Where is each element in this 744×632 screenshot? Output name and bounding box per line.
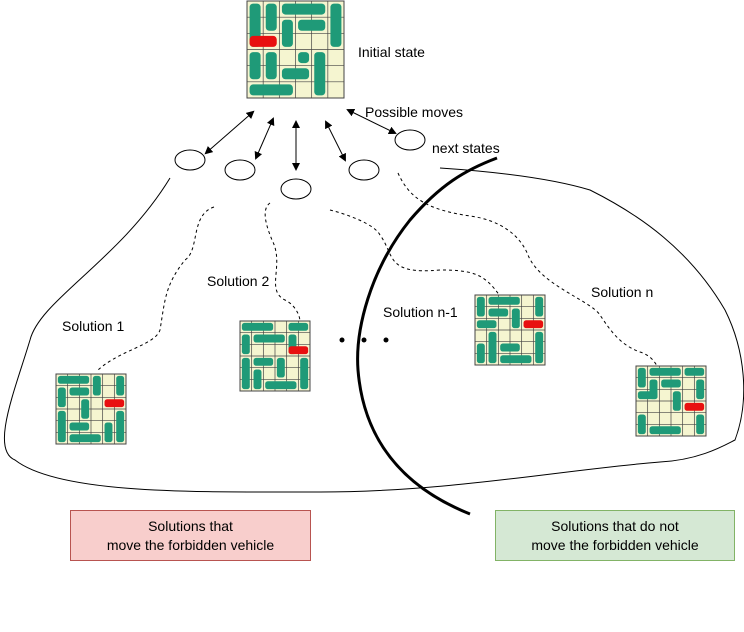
vehicle [253, 334, 285, 343]
move-arrows [204, 109, 397, 171]
board-initial-state [246, 0, 345, 99]
vehicle [265, 381, 297, 390]
next-state-node-1 [174, 149, 206, 171]
vehicle [476, 320, 497, 329]
forbidden-box-line-1: Solutions that [148, 517, 233, 534]
vehicle [672, 391, 681, 411]
vehicle [488, 296, 520, 305]
vehicle [500, 355, 532, 364]
vehicle [81, 399, 90, 419]
vehicle [637, 367, 646, 388]
solution-path-n1 [329, 209, 501, 297]
next-state-node-3 [280, 178, 312, 200]
vehicle [684, 367, 705, 376]
next-state-node-2 [224, 159, 256, 181]
vehicle [265, 52, 277, 80]
vehicle [661, 379, 681, 388]
vehicle [281, 68, 310, 80]
board-solution-n [635, 365, 707, 437]
allowed-solutions-box: Solutions that do not move the forbidden… [495, 510, 735, 561]
vehicle [535, 331, 544, 364]
vehicle [476, 343, 485, 364]
vehicle [637, 391, 658, 400]
next-state-node-4 [348, 159, 380, 181]
vehicle [57, 375, 90, 384]
target-vehicle [523, 320, 544, 329]
vehicle [298, 19, 326, 31]
vehicle [104, 422, 113, 443]
ellipsis-dots [339, 337, 389, 343]
label-solution-n-1: Solution n-1 [383, 304, 458, 320]
vehicle [298, 52, 310, 64]
allowed-box-line-1: Solutions that do not [551, 517, 679, 534]
vehicle [253, 357, 274, 366]
label-possible-moves: Possible moves [365, 104, 464, 120]
vehicle [535, 296, 544, 317]
search-space-outline [3, 167, 744, 493]
solution-path-1 [97, 206, 215, 371]
vehicle [57, 387, 66, 408]
vehicle [330, 3, 342, 47]
vehicle [696, 379, 705, 400]
board-solution-1 [55, 373, 127, 445]
separator-curve [356, 156, 498, 516]
solution-paths [97, 172, 658, 371]
vehicle [92, 375, 101, 396]
vehicle [511, 308, 520, 329]
target-vehicle [104, 399, 125, 408]
vehicle [241, 357, 250, 390]
vehicle [276, 357, 285, 378]
vehicle [488, 331, 497, 364]
label-solution-2: Solution 2 [207, 273, 270, 289]
vehicle [488, 308, 509, 317]
label-solution-1: Solution 1 [62, 318, 125, 334]
vehicle [314, 52, 326, 96]
solution-path-n [397, 172, 658, 367]
vehicle [253, 369, 262, 390]
label-solution-n: Solution n [591, 284, 654, 300]
vehicle [281, 3, 326, 15]
vehicle [249, 52, 261, 80]
target-vehicle [288, 346, 309, 355]
vehicle [249, 84, 293, 96]
target-vehicle [249, 35, 277, 47]
label-initial-state: Initial state [358, 44, 425, 60]
label-next-states: next states [432, 140, 500, 156]
vehicle [69, 387, 90, 396]
forbidden-box-line-2: move the forbidden vehicle [106, 536, 275, 553]
vehicle [500, 343, 520, 352]
vehicle [241, 334, 250, 355]
next-state-node-5 [394, 129, 426, 151]
board-solution-n-1 [474, 294, 546, 366]
vehicle [649, 367, 681, 376]
vehicle [476, 296, 485, 317]
vehicle [281, 19, 293, 47]
vehicle [116, 375, 125, 396]
vehicle [57, 410, 66, 443]
vehicle [637, 414, 646, 435]
target-vehicle [684, 402, 705, 411]
vehicle [116, 410, 125, 443]
vehicle [69, 422, 90, 431]
vehicle [265, 3, 277, 31]
vehicle [696, 414, 705, 435]
vehicle [241, 322, 274, 331]
allowed-box-line-2: move the forbidden vehicle [531, 536, 699, 553]
forbidden-solutions-box: Solutions that move the forbidden vehicl… [70, 510, 311, 561]
vehicle [300, 357, 309, 390]
vehicle [288, 322, 309, 331]
solution-path-2 [264, 202, 301, 323]
vehicle [69, 434, 101, 443]
vehicle [649, 426, 681, 435]
board-solution-2 [239, 320, 311, 392]
